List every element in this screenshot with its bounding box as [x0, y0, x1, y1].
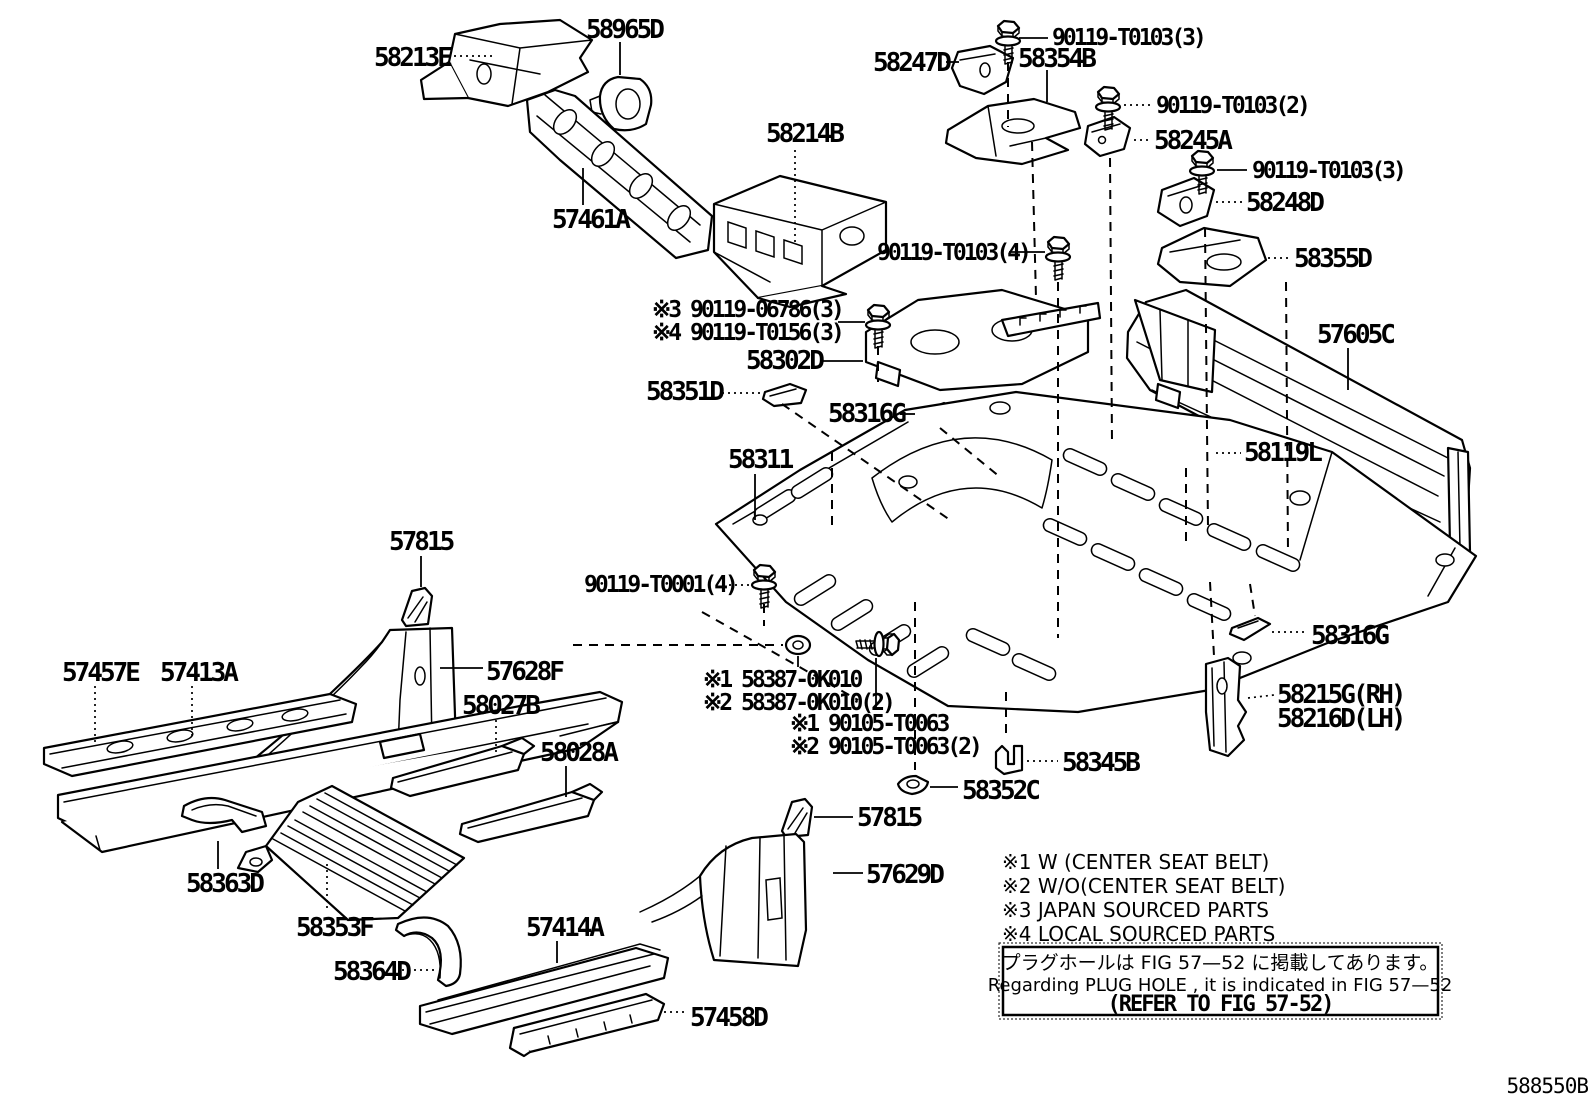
label-58247d: 58247D [873, 48, 951, 78]
label-58965d: 58965D [586, 15, 664, 45]
label-58214b: 58214B [766, 119, 844, 149]
label-58351d: 58351D [646, 377, 724, 407]
label-58345b: 58345B [1062, 748, 1140, 778]
footnotes: ※1 W (CENTER SEAT BELT) ※2 W/O(CENTER SE… [1002, 850, 1285, 946]
part-58302d-floor-crossmember [864, 288, 1102, 392]
label-58245a: 58245A [1154, 126, 1233, 156]
label-57815-upper: 57815 [389, 527, 454, 557]
part-57605c-rear-floor-side-member [1125, 288, 1472, 555]
part-58355d-bracket [1156, 226, 1268, 288]
plug-hole-note-refer: (REFER TO FIG 57-52) [1108, 992, 1333, 1017]
label-58119l: 58119L [1244, 438, 1322, 468]
part-57815-gusset-upper [400, 586, 434, 628]
figure-code: 588550B [1506, 1074, 1588, 1098]
part-58213e-cowl-side-panel [419, 18, 594, 108]
part-57629d-center-body-pillar [639, 832, 808, 968]
label-58387-2: ※2 58387-0K010(2) [703, 690, 893, 716]
label-90119-t0103-3b: 90119-T0103(3) [1252, 158, 1404, 184]
label-58354b: 58354B [1018, 44, 1096, 74]
label-90105-2: ※2 90105-T0063(2) [790, 734, 980, 760]
label-58363d: 58363D [186, 869, 264, 899]
part-58215g-58216d-bracket [1204, 656, 1248, 758]
label-90105-1: ※1 90105-T0063 [790, 711, 949, 737]
part-58345b-clip [994, 744, 1024, 776]
part-57457e-sill-reinforcement [42, 692, 358, 778]
plug-hole-note-en: Regarding PLUG HOLE , it is indicated in… [988, 975, 1453, 996]
grommet-icon-58387 [784, 634, 812, 656]
label-58216d-lh: 58216D(LH) [1277, 704, 1404, 734]
footnote-1: ※1 W (CENTER SEAT BELT) [1002, 850, 1269, 874]
plug-hole-note-box: プラグホールは FIG 57—52 に掲載してあります。 Regarding P… [988, 942, 1453, 1020]
label-57458d: 57458D [690, 1003, 768, 1033]
plug-hole-note-jp: プラグホールは FIG 57—52 に掲載してあります。 [1002, 952, 1439, 974]
part-58247d-bracket [950, 44, 1015, 96]
part-58245a-bracket [1083, 115, 1132, 158]
part-58027b-seat-rail-front [389, 736, 536, 798]
label-58352c: 58352C [962, 776, 1039, 806]
label-57628f: 57628F [486, 657, 564, 687]
label-90119-t0156: ※4 90119-T0156(3) [652, 320, 842, 346]
label-58316g-left: 58316G [828, 399, 906, 429]
label-58028a: 58028A [540, 738, 619, 768]
part-58214b-front-floor-panel-front [712, 174, 888, 309]
part-57461a-dash-panel-lower [525, 88, 714, 260]
label-90119-t0103-4: 90119-T0103(4) [877, 240, 1029, 266]
label-58302d: 58302D [746, 346, 824, 376]
part-57815-gusset-lower [780, 797, 814, 839]
part-58352c-plug-plate [896, 774, 930, 796]
part-57414a-rocker-panel-inner [418, 943, 670, 1036]
label-90119-t0103-3a: 90119-T0103(3) [1052, 25, 1204, 51]
part-58351d-bracket [761, 382, 808, 408]
bolt-icon-t0001 [750, 563, 778, 610]
part-58354b-bracket [944, 97, 1082, 166]
label-58364d: 58364D [333, 957, 411, 987]
leader-lines-solid [217, 37, 1349, 963]
label-57815-lower: 57815 [857, 803, 922, 833]
label-58355d: 58355D [1294, 244, 1372, 274]
label-90119-t0103-2: 90119-T0103(2) [1156, 93, 1308, 119]
part-58028a-seat-rail-front [458, 782, 604, 844]
label-58213e: 58213E [374, 43, 451, 73]
part-number-labels: 58213E 58965D 58214B 57461A 58247D 90119… [62, 15, 1407, 1033]
label-57457e: 57457E [62, 658, 139, 688]
part-58363d-bracket [180, 796, 268, 834]
bolt-icon-t0103-d [1044, 235, 1072, 282]
label-58248d: 58248D [1246, 188, 1324, 218]
footnote-3: ※3 JAPAN SOURCED PARTS [1002, 898, 1269, 922]
label-58353f: 58353F [296, 913, 374, 943]
part-58364d-arch-bracket [394, 916, 462, 988]
part-58353f-floor-panel-rear [236, 784, 466, 922]
label-90119-t0001: 90119-T0001(4) [584, 572, 736, 598]
footnote-2: ※2 W/O(CENTER SEAT BELT) [1002, 874, 1285, 898]
label-57629d: 57629D [866, 860, 944, 890]
label-58387-1: ※1 58387-0K010 [703, 667, 862, 693]
label-90119-06786: ※3 90119-06786(3) [652, 297, 842, 323]
label-58215g-rh: 58215G(RH) [1277, 680, 1404, 710]
footnote-4: ※4 LOCAL SOURCED PARTS [1002, 922, 1275, 946]
label-57414a: 57414A [526, 913, 605, 943]
part-58965d-bracket [589, 75, 653, 132]
label-58311: 58311 [728, 445, 794, 475]
part-57458d-rocker-reinforcement [508, 992, 666, 1058]
label-58027b: 58027B [462, 691, 540, 721]
label-57605c: 57605C [1317, 320, 1394, 350]
label-57461a: 57461A [552, 205, 631, 235]
label-57413a: 57413A [160, 658, 239, 688]
part-58316g-plate-right [1228, 616, 1272, 642]
label-58316g-right: 58316G [1311, 621, 1389, 651]
leader-lines-dotted [94, 55, 1307, 1013]
assembly-dashed-lines [573, 62, 1289, 770]
